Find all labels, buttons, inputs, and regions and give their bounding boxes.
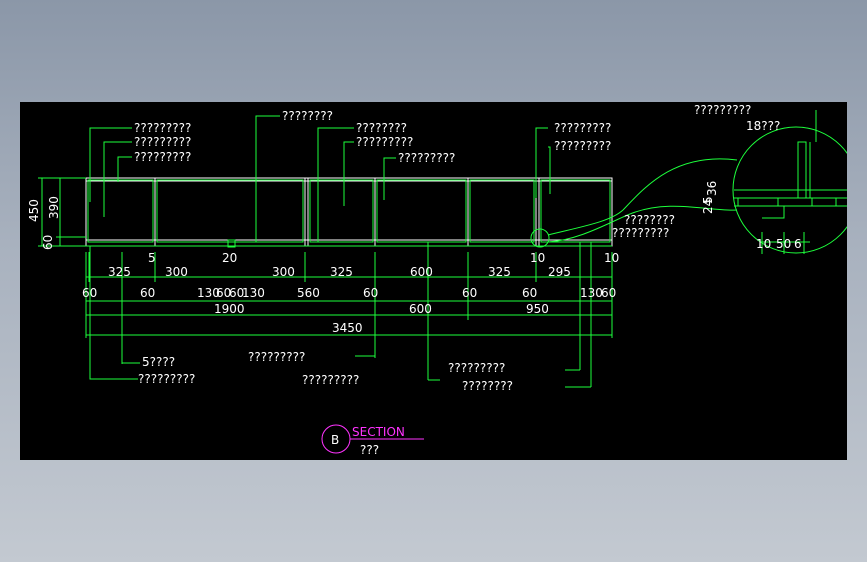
dim-a-295: 295 <box>548 265 571 279</box>
label-bottom-1: 5???? <box>142 355 175 369</box>
dim-detail-36: 36 <box>705 181 719 196</box>
dim-a-325b: 325 <box>330 265 353 279</box>
dim-b-130a: 130 <box>197 286 220 300</box>
dim-detail-6: 6 <box>794 237 802 251</box>
detail-callout <box>530 110 847 254</box>
label-top-mid-3: ????????? <box>356 135 413 149</box>
dim-b-60g: 60 <box>522 286 537 300</box>
dim-detail-50: 50 <box>776 237 791 251</box>
label-top-right-1: ????????? <box>554 121 611 135</box>
dim-b-130b: 130 <box>242 286 265 300</box>
label-bottom-2: ????????? <box>138 372 195 386</box>
section-tag-letter: B <box>331 433 339 447</box>
leader-lines <box>89 115 591 388</box>
dim-detail-5: 5 <box>701 196 715 204</box>
label-bottom-6: ???????? <box>462 379 513 393</box>
dim-b-60b: 60 <box>140 286 155 300</box>
horizontal-dimensions <box>85 242 613 387</box>
dim-60: 60 <box>41 235 55 250</box>
dim-small-20: 20 <box>222 251 237 265</box>
section-drawing: 450 390 60 5 20 10 10 325 300 300 325 60… <box>27 103 847 457</box>
dim-c-600: 600 <box>409 302 432 316</box>
dim-small-10a: 10 <box>530 251 545 265</box>
vertical-dimension <box>38 177 86 247</box>
dim-a-325: 325 <box>108 265 131 279</box>
dim-390: 390 <box>47 196 61 219</box>
dim-detail-10: 10 <box>756 237 771 251</box>
label-detail-size: 18??? <box>746 119 780 133</box>
dim-a-600: 600 <box>410 265 433 279</box>
dim-b-560: 560 <box>297 286 320 300</box>
cabinet-panels <box>86 179 612 248</box>
dim-b-60h: 60 <box>601 286 616 300</box>
dim-b-60f: 60 <box>462 286 477 300</box>
section-subtitle: ??? <box>360 443 379 457</box>
label-top-left-2: ????????? <box>134 135 191 149</box>
dim-small-10b: 10 <box>604 251 619 265</box>
cabinet-outline <box>85 177 613 247</box>
label-top-left-1: ????????? <box>134 121 191 135</box>
dim-c-1900: 1900 <box>214 302 245 316</box>
dim-detail-24: 24 <box>701 199 715 214</box>
cad-drawing-viewport: 450 390 60 5 20 10 10 325 300 300 325 60… <box>20 102 847 460</box>
dim-a-300b: 300 <box>272 265 295 279</box>
label-top-right-2: ????????? <box>554 139 611 153</box>
dim-small-5: 5 <box>148 251 156 265</box>
label-detail-top: ????????? <box>694 103 751 117</box>
label-top-left-3: ????????? <box>134 150 191 164</box>
section-title: SECTION <box>352 425 405 439</box>
dim-b-60d: 60 <box>229 286 244 300</box>
dim-a-325c: 325 <box>488 265 511 279</box>
label-bottom-5: ????????? <box>448 361 505 375</box>
dim-450: 450 <box>27 199 41 222</box>
label-detail-right-1: ???????? <box>624 213 675 227</box>
dim-a-300a: 300 <box>165 265 188 279</box>
label-top-mid-1: ???????? <box>282 109 333 123</box>
label-top-mid-2: ???????? <box>356 121 407 135</box>
dim-b-60c: 60 <box>216 286 231 300</box>
dim-b-130c: 130 <box>580 286 603 300</box>
label-detail-right-2: ????????? <box>612 226 669 240</box>
dim-b-60e: 60 <box>363 286 378 300</box>
label-bottom-3: ????????? <box>248 350 305 364</box>
section-tag <box>321 424 424 454</box>
dim-c-950: 950 <box>526 302 549 316</box>
dim-total: 3450 <box>332 321 363 335</box>
label-bottom-4: ????????? <box>302 373 359 387</box>
label-top-mid-4: ????????? <box>398 151 455 165</box>
